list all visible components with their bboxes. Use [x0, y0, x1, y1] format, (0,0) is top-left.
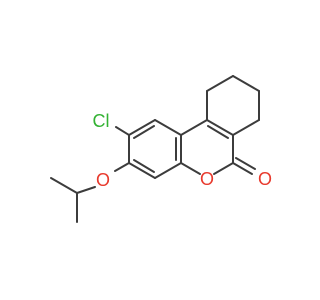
bond [232, 75, 260, 92]
bond [235, 157, 256, 170]
atom-labels: Cl O O O [93, 111, 273, 190]
bond [133, 125, 155, 139]
bond [180, 119, 208, 136]
bond [114, 162, 130, 172]
ether-oxygen-label: O [96, 170, 110, 190]
carbonyl-oxygen-label: O [258, 169, 272, 189]
bond [154, 162, 182, 179]
bond [213, 162, 234, 175]
bond [180, 162, 201, 175]
bond [133, 159, 155, 173]
bond-lines [50, 75, 260, 223]
molecule-structure: Cl O O O [50, 75, 273, 223]
chlorine-label: Cl [93, 111, 110, 131]
bond [206, 75, 234, 92]
bond [76, 186, 96, 194]
bond [207, 125, 229, 139]
bond [128, 119, 156, 136]
bond [232, 162, 253, 175]
ring-oxygen-label: O [200, 169, 214, 189]
bond [128, 162, 156, 179]
bond [206, 119, 234, 136]
bond [50, 177, 78, 194]
bond [154, 119, 182, 136]
bond [232, 119, 260, 136]
bond [115, 126, 130, 136]
